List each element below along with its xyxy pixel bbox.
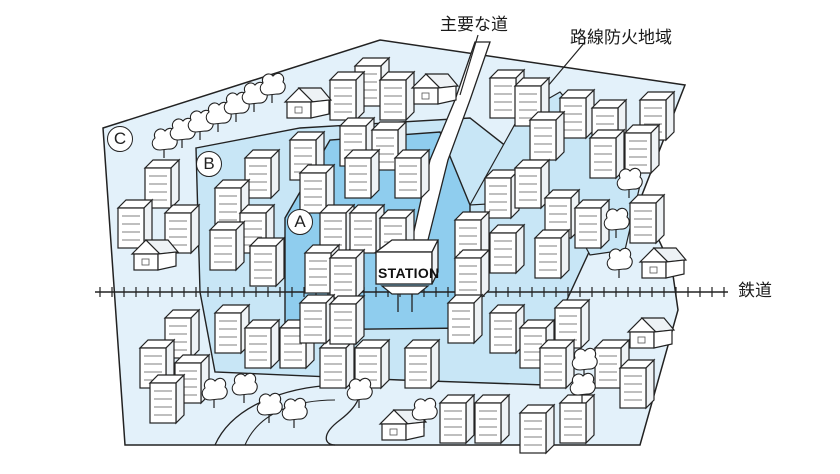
- building: [559, 394, 595, 444]
- building: [329, 71, 365, 121]
- main-road-leader: [459, 34, 479, 96]
- building: [319, 339, 355, 389]
- building: [484, 169, 520, 219]
- building: [249, 237, 285, 287]
- building: [447, 294, 483, 344]
- building: [619, 359, 655, 409]
- building: [404, 339, 440, 389]
- railway-label: 鉄道: [738, 281, 772, 301]
- building: [519, 404, 555, 454]
- building: [454, 249, 490, 299]
- building: [244, 319, 280, 369]
- main-road-label: 主要な道: [440, 15, 508, 35]
- building: [489, 224, 525, 274]
- building: [439, 394, 475, 444]
- building: [244, 149, 280, 199]
- building: [149, 374, 185, 424]
- building: [629, 194, 665, 244]
- building: [329, 249, 365, 299]
- building: [559, 89, 595, 139]
- zone-a-marker: A: [287, 209, 313, 235]
- zone-c-marker: C: [107, 126, 133, 152]
- building: [379, 71, 415, 121]
- building: [489, 304, 525, 354]
- building: [514, 159, 550, 209]
- building: [624, 124, 660, 174]
- building: [299, 294, 335, 344]
- building: [529, 111, 565, 161]
- zone-b-marker: B: [196, 151, 222, 177]
- building: [209, 221, 245, 271]
- station-building: [374, 239, 440, 312]
- building: [589, 129, 625, 179]
- main-road: [411, 41, 491, 241]
- building: [539, 339, 575, 389]
- building: [534, 229, 570, 279]
- station-label: STATION: [378, 265, 440, 281]
- fire-zone-label: 路線防火地域: [570, 28, 672, 48]
- building: [394, 149, 430, 199]
- building: [329, 295, 365, 345]
- building: [474, 394, 510, 444]
- building: [214, 304, 250, 354]
- building: [349, 204, 385, 254]
- building: [344, 149, 380, 199]
